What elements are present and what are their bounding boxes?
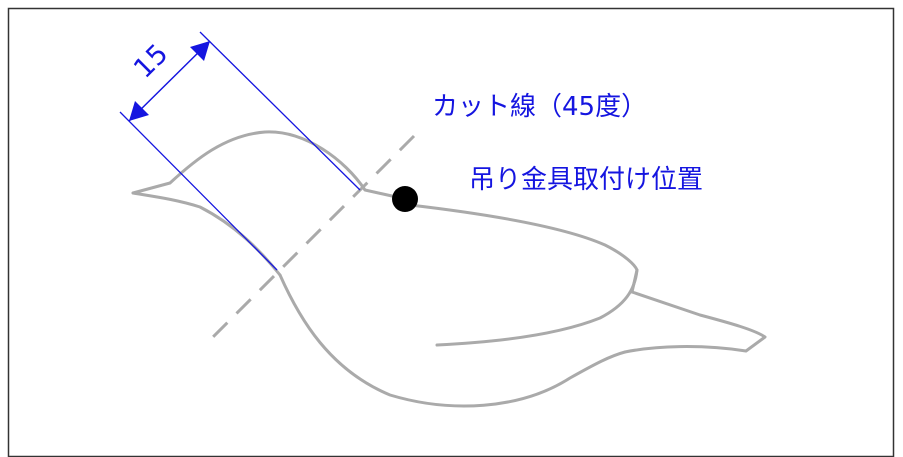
- cut-line-label: カット線（45度）: [432, 92, 648, 122]
- dimension-arrow-lower: [129, 101, 149, 121]
- dimension-arrow-upper: [190, 41, 210, 61]
- hanger-position-label: 吊り金具取付け位置: [469, 165, 704, 195]
- bird-throat-outline: [131, 191, 282, 277]
- bird-wing-outline: [435, 268, 639, 347]
- dimension-extension-line-left: [119, 111, 278, 271]
- hanger-position-dot: [392, 186, 418, 212]
- bird-head-outline: [131, 130, 394, 198]
- bird-tail-outline: [623, 290, 767, 354]
- cut-line: [210, 134, 416, 340]
- bird-back-outline: [408, 203, 639, 294]
- bird-belly-outline: [278, 273, 627, 408]
- dimension-extension-line-right: [199, 31, 361, 191]
- dimension-line: [128, 40, 211, 122]
